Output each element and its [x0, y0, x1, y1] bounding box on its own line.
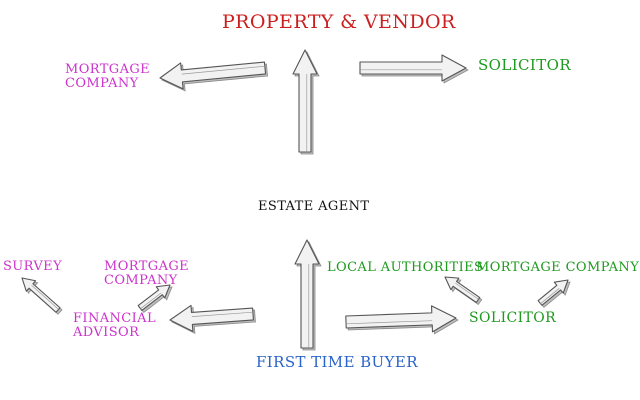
arrow-to-local-authorities-hatch	[455, 282, 479, 300]
arrow-to-financial-advisor-body	[169, 304, 254, 332]
arrow-to-estate-agent	[294, 239, 322, 351]
label-financial-advisor: Financial Advisor	[73, 312, 156, 339]
label-mortgage-company-top-line2: Company	[65, 75, 139, 91]
arrow-to-estate-agent-body	[294, 239, 320, 349]
arrow-to-local-authorities-body	[444, 276, 481, 304]
label-financial-advisor-line1: Financial	[73, 311, 156, 326]
label-mortgage-company-left-line1: Mortgage	[104, 259, 190, 274]
label-mortgage-company-top: Mortgage Company	[65, 63, 150, 90]
label-financial-advisor-line2: Advisor	[73, 324, 140, 340]
arrow-to-mortgage-company-right	[537, 279, 571, 308]
label-solicitor-bottom: Solicitor	[469, 310, 557, 326]
label-survey: Survey	[3, 259, 63, 274]
arrow-to-survey	[21, 277, 63, 315]
label-property-vendor: Property & Vendor	[222, 11, 456, 33]
arrow-to-financial-advisor-hatch	[191, 311, 253, 317]
arrow-to-mortgage-company-left	[137, 284, 173, 313]
arrow-to-solicitor-bottom-body	[345, 305, 457, 333]
label-mortgage-company-left: Mortgage Company	[104, 260, 189, 287]
label-local-authorities: Local Authorities	[327, 260, 484, 275]
arrow-to-financial-advisor	[169, 304, 256, 335]
arrow-to-survey-body	[21, 277, 61, 313]
arrow-to-solicitor-top	[359, 54, 469, 84]
arrow-to-solicitor-top-body	[359, 54, 467, 82]
arrow-to-mortgage-company-right-hatch	[540, 288, 560, 304]
arrow-to-property-vendor	[292, 49, 320, 155]
arrow-to-mortgage-company-top-body	[159, 61, 267, 90]
arrow-to-survey-hatch	[31, 285, 59, 310]
arrow-to-property-vendor-body	[292, 49, 318, 153]
label-first-time-buyer: First Time Buyer	[256, 353, 418, 371]
arrow-to-solicitor-bottom-hatch	[346, 320, 433, 325]
arrow-to-mortgage-company-top	[159, 61, 269, 92]
arrow-to-mortgage-company-left-hatch	[140, 292, 162, 309]
label-mortgage-company-right: Mortgage Company	[476, 260, 640, 275]
arrows-group	[21, 49, 571, 351]
arrow-to-mortgage-company-top-hatch	[181, 65, 265, 75]
arrow-to-local-authorities	[444, 276, 483, 306]
label-solicitor-top: Solicitor	[478, 56, 572, 74]
label-estate-agent: Estate Agent	[258, 199, 370, 214]
label-mortgage-company-left-line2: Company	[104, 272, 178, 288]
arrow-to-solicitor-bottom	[345, 305, 459, 335]
label-mortgage-company-top-line1: Mortgage	[65, 62, 151, 77]
arrow-to-mortgage-company-right-body	[537, 279, 569, 306]
